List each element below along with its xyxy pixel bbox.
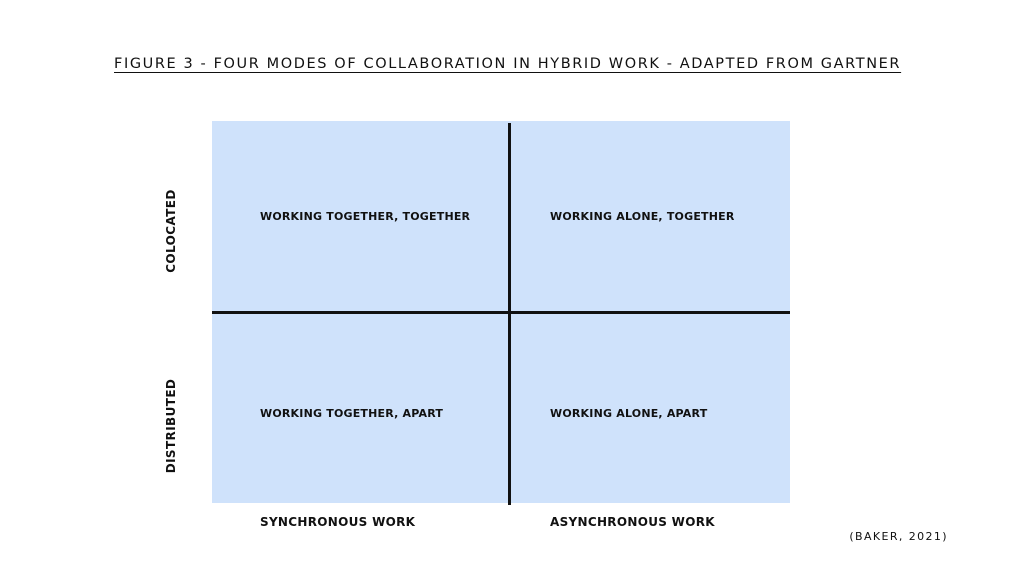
vertical-divider [508, 123, 511, 505]
row-label-colocated: COLOCATED [164, 189, 178, 273]
collaboration-matrix: WORKING TOGETHER, TOGETHER WORKING ALONE… [212, 121, 790, 505]
row-label-distributed: DISTRIBUTED [164, 378, 178, 474]
quadrant-working-together-apart: WORKING TOGETHER, APART [260, 407, 444, 420]
horizontal-divider [212, 311, 790, 314]
quadrant-working-alone-apart: WORKING ALONE, APART [550, 407, 708, 420]
column-label-asynchronous: ASYNCHRONOUS WORK [550, 515, 715, 529]
column-label-synchronous: SYNCHRONOUS WORK [260, 515, 416, 529]
quadrant-working-alone-together: WORKING ALONE, TOGETHER [550, 210, 735, 223]
quadrant-working-together-together: WORKING TOGETHER, TOGETHER [260, 210, 471, 223]
figure-title: FIGURE 3 - FOUR MODES OF COLLABORATION I… [114, 56, 902, 72]
citation: (BAKER, 2021) [849, 530, 948, 543]
